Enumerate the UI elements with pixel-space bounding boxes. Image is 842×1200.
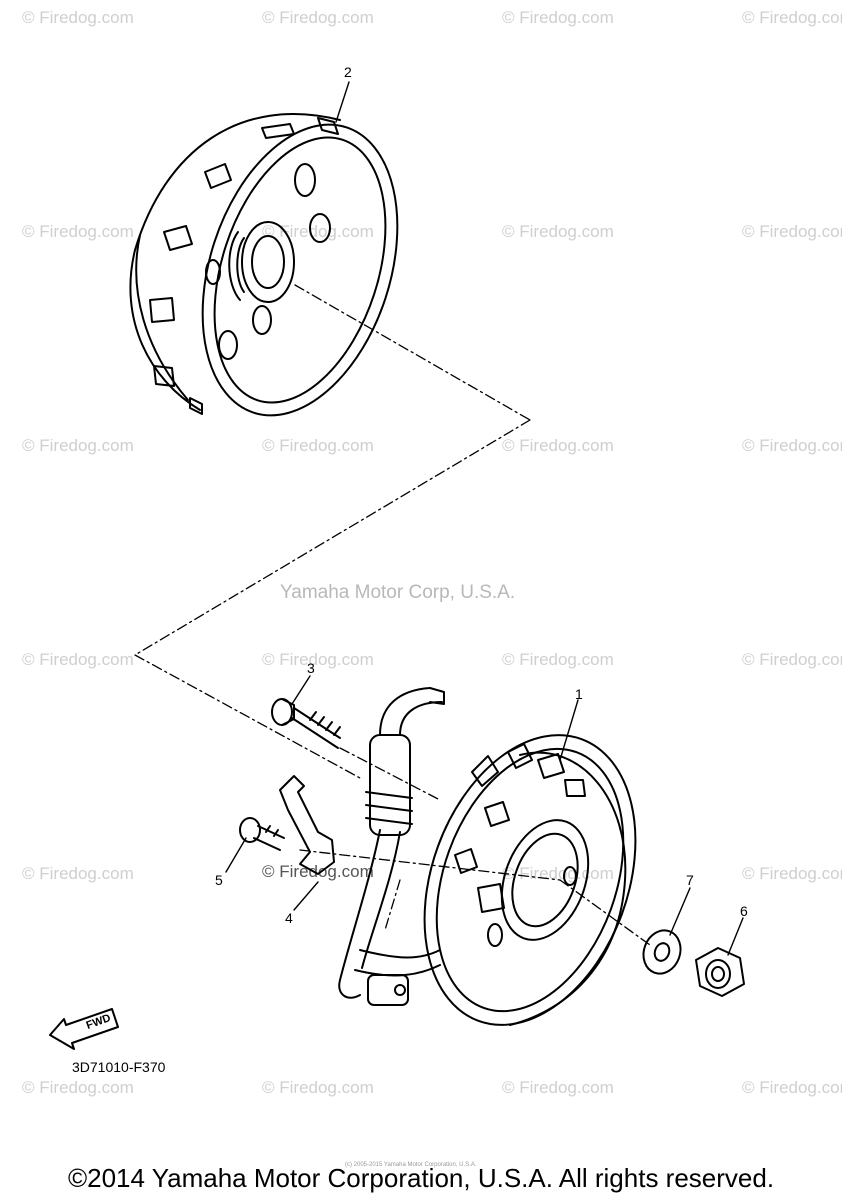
callout-leaders <box>225 81 744 956</box>
watermark: © Firedog.com <box>502 436 614 455</box>
watermark: © Firedog.com <box>22 436 134 455</box>
callout-1: 1 <box>575 686 583 702</box>
watermark: © Firedog.com <box>502 1078 614 1097</box>
nut-drawing <box>695 947 745 997</box>
rotor-flywheel-drawing <box>129 113 399 417</box>
assembly-axis-lines <box>134 284 651 946</box>
watermark: © Firedog.com <box>262 1078 374 1097</box>
callout-2: 2 <box>344 64 352 80</box>
bolt-drawing <box>271 698 341 749</box>
watermark: © Firedog.com <box>502 864 614 883</box>
watermark: © Firedog.com <box>742 222 842 241</box>
watermark: © Firedog.com <box>262 650 374 669</box>
callout-4: 4 <box>285 910 293 926</box>
watermark: © Firedog.com <box>742 8 842 27</box>
callout-5: 5 <box>215 872 223 888</box>
callout-6: 6 <box>740 903 748 919</box>
clamp-drawing <box>279 775 335 875</box>
watermark: © Firedog.com <box>502 650 614 669</box>
fine-print: (c) 2005-2015 Yamaha Motor Corporation, … <box>345 1162 477 1168</box>
copyright-notice: ©2014 Yamaha Motor Corporation, U.S.A. A… <box>67 1163 775 1193</box>
watermark: © Firedog.com <box>22 864 134 883</box>
callout-7: 7 <box>686 872 694 888</box>
watermark: © Firedog.com <box>262 222 374 241</box>
watermark: © Firedog.com <box>742 650 842 669</box>
washer-drawing <box>642 929 682 975</box>
stator-assembly-drawing <box>338 687 637 1026</box>
watermark: © Firedog.com <box>742 436 842 455</box>
screw-drawing <box>239 817 285 851</box>
callout-3: 3 <box>307 660 315 676</box>
watermark: © Firedog.com <box>22 8 134 27</box>
watermark: © Firedog.com <box>22 222 134 241</box>
watermark: © Firedog.com <box>22 1078 134 1097</box>
part-code: 3D71010-F370 <box>72 1059 166 1075</box>
watermark: © Firedog.com <box>262 8 374 27</box>
watermark-overlay: © Firedog.com <box>262 862 374 881</box>
center-watermark: Yamaha Motor Corp, U.S.A. <box>280 582 516 603</box>
watermark: © Firedog.com <box>742 1078 842 1097</box>
watermark: © Firedog.com <box>502 8 614 27</box>
watermark: © Firedog.com <box>262 436 374 455</box>
watermark: © Firedog.com <box>502 222 614 241</box>
watermark: © Firedog.com <box>22 650 134 669</box>
watermark: © Firedog.com <box>742 864 842 883</box>
fwd-arrow-icon <box>49 1008 119 1050</box>
